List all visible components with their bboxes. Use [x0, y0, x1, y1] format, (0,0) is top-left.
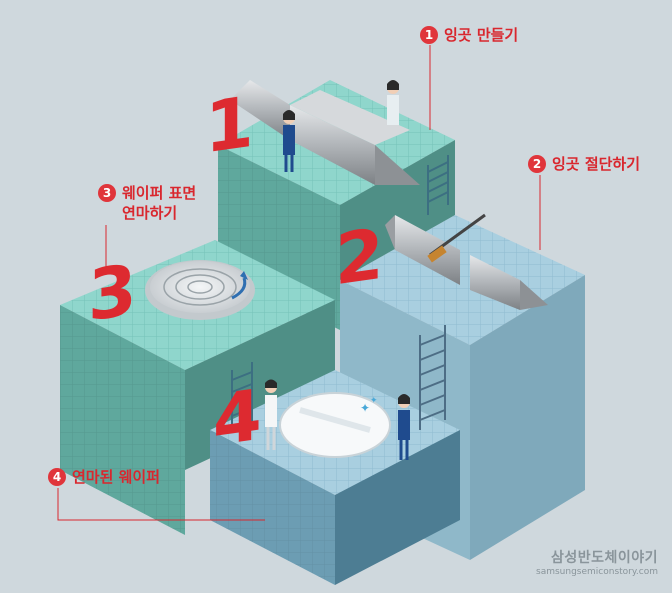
step-text-2: 잉곳 절단하기 [552, 155, 641, 173]
worker-1a [283, 110, 295, 172]
polishing-disk [145, 260, 255, 320]
step-label-2: 2 잉곳 절단하기 [528, 154, 640, 174]
step-text-4: 연마된 웨이퍼 [72, 468, 161, 486]
step-text-3-line-2: 연마하기 [122, 204, 178, 222]
brand-url: samsungsemiconstory.com [536, 567, 658, 577]
ladder-2 [419, 325, 446, 430]
step-number-badge-2: 2 [528, 155, 546, 173]
svg-text:✦: ✦ [370, 396, 378, 406]
ladder-1 [427, 155, 449, 215]
worker-1b [387, 80, 399, 125]
step-number-badge-3: 3 [98, 184, 116, 202]
worker-4a [265, 379, 277, 450]
big-number-4: 4 [213, 373, 262, 463]
big-number-1: 1 [205, 80, 254, 170]
step-label-4: 4 연마된 웨이퍼 [48, 467, 160, 487]
leader-lines [57, 45, 541, 521]
big-number-2: 2 [335, 212, 384, 302]
step-number-badge-1: 1 [420, 26, 438, 44]
step-text-1: 잉곳 만들기 [444, 26, 519, 44]
step-label-1: 1 잉곳 만들기 [420, 25, 518, 45]
big-number-3: 3 [88, 248, 137, 338]
brand-watermark: 삼성반도체이야기 samsungsemiconstory.com [536, 547, 658, 577]
worker-4b [398, 394, 410, 460]
brand-name: 삼성반도체이야기 [550, 550, 658, 566]
step-number-badge-4: 4 [48, 468, 66, 486]
step-text-3-line-1: 웨이퍼 표면 [122, 184, 197, 202]
leader-line-4 [57, 488, 265, 521]
ingot-cut [385, 213, 548, 310]
step-label-3: 3 웨이퍼 표면 연마하기 [98, 183, 196, 223]
ingot-whole [230, 80, 420, 185]
ladder-3 [231, 362, 253, 430]
polished-wafer: ✦ ✦ [279, 392, 391, 458]
svg-text:✦: ✦ [360, 401, 370, 415]
